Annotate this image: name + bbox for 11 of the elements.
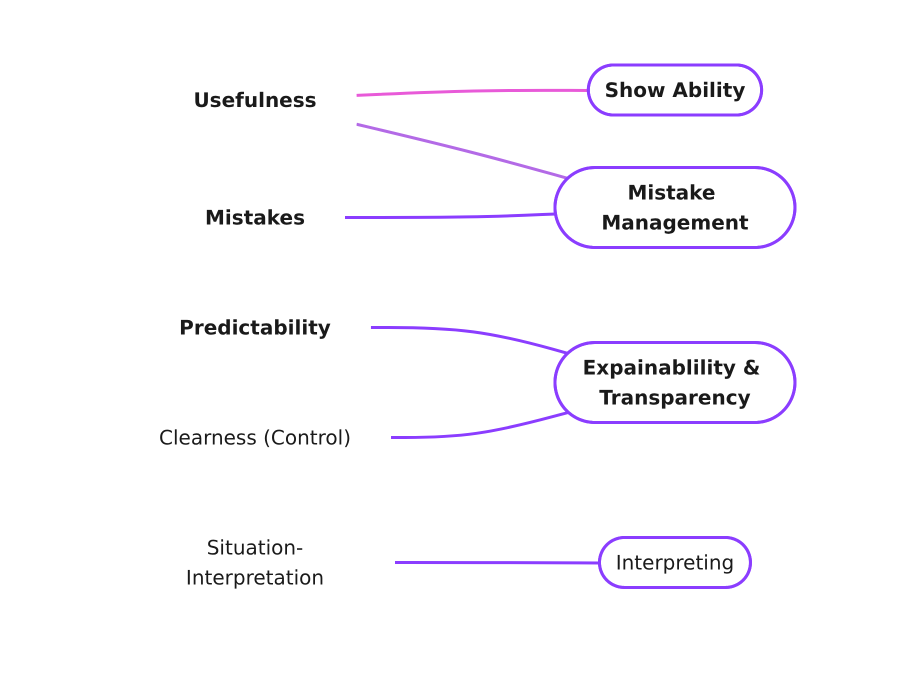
connector bbox=[344, 212, 556, 219]
connector bbox=[370, 326, 568, 355]
node-text: Mistakes bbox=[204, 205, 304, 230]
connector bbox=[394, 560, 600, 564]
node-text: Clearness (Control) bbox=[158, 425, 351, 450]
connector bbox=[356, 88, 588, 97]
connector bbox=[390, 410, 568, 439]
node-text: Predictability bbox=[178, 315, 330, 340]
node-text: Situation-Interpretation bbox=[185, 535, 324, 590]
connector bbox=[356, 122, 568, 180]
node-text: Usefulness bbox=[192, 88, 316, 112]
